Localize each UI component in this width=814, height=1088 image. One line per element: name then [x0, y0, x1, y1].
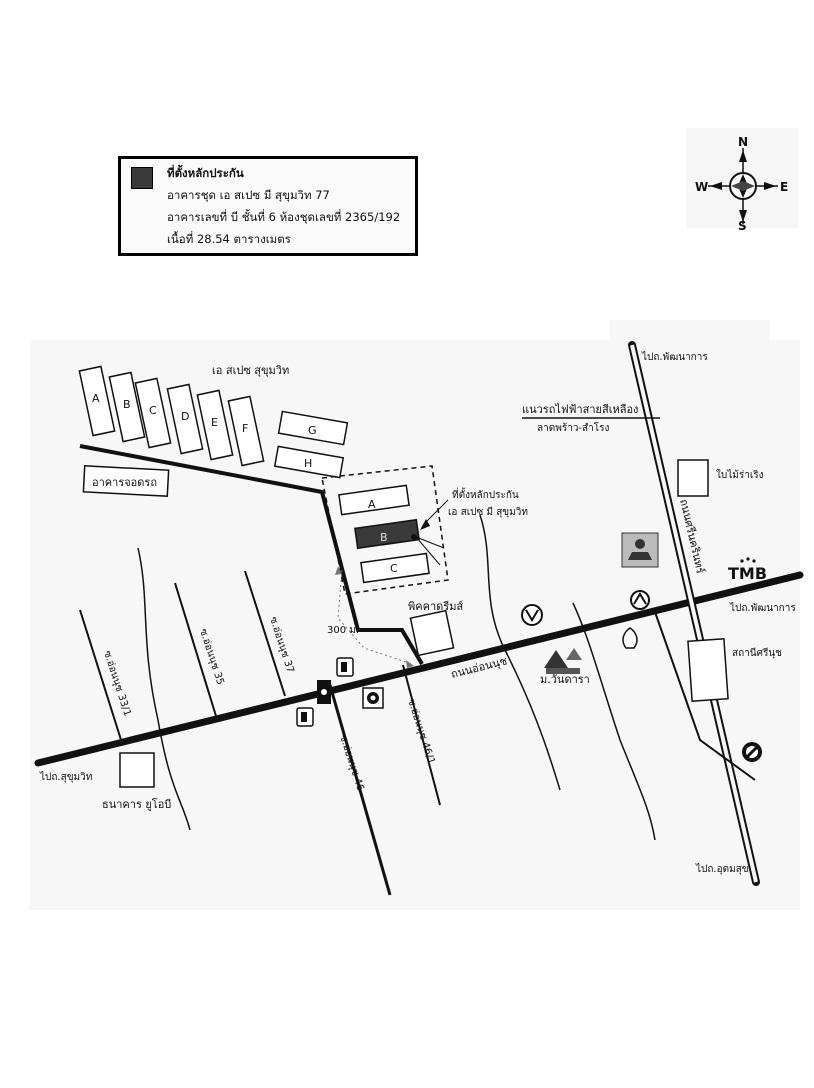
compass-icon: N S W E: [695, 135, 788, 232]
site-label-line1: ที่ตั้งหลักประกัน: [452, 487, 519, 501]
access-road: [79, 444, 424, 666]
building-label-b: B: [123, 398, 131, 411]
legend: ที่ตั้งหลักประกัน อาคารชุด เอ สเปซ มี สุ…: [118, 156, 418, 256]
legend-area: เนื้อที่ 28.54 ตารางเมตร: [167, 232, 291, 246]
to-udomsuk-label: ไปถ.อุดมสุข: [695, 863, 749, 875]
building-label-d: D: [181, 410, 189, 423]
compass-e: E: [780, 180, 788, 194]
railway-label-1: แนวรถไฟฟ้าสายสีเหลือง: [522, 403, 638, 416]
site-building-b: B: [380, 531, 388, 544]
gas-station-icon: [296, 707, 314, 727]
compass-n: N: [738, 135, 748, 149]
compass-s: S: [738, 219, 747, 232]
building-label-g: G: [308, 424, 317, 437]
tmb-label: TMB: [728, 564, 767, 583]
pickadream-label: พิคคาดรีมส์: [408, 600, 463, 613]
project-name-label: เอ สเปซ สุขุมวิท: [212, 364, 289, 377]
parking-label: อาคารจอดรถ: [92, 476, 157, 489]
building-label-h: H: [304, 457, 312, 470]
gas-station-icon: [336, 657, 354, 677]
soi-46: [328, 684, 392, 896]
traffic-light-icon: [317, 680, 331, 704]
bank-icon: [742, 742, 762, 762]
market-icon: [621, 532, 659, 568]
uob-label: ธนาคาร ยูโอบี: [102, 797, 171, 811]
soi-46-1: [402, 664, 441, 806]
site-building-a: A: [368, 498, 376, 511]
bank-icon: [362, 687, 384, 709]
building-label-e: E: [211, 416, 218, 429]
legend-unit: อาคารเลขที่ บี ชั้นที่ 6 ห้องชุดเลขที่ 2…: [167, 210, 401, 224]
bank-icon: [630, 590, 650, 610]
project-buildings: [78, 365, 349, 479]
main-road: [34, 571, 804, 767]
site-building-c: C: [390, 562, 398, 575]
site-label-line2: เอ สเปซ มี สุขุมวิท: [448, 506, 528, 518]
soi-33-1: [79, 609, 123, 744]
building-label-c: C: [149, 404, 157, 417]
soi-35: [174, 582, 217, 717]
legend-title: ที่ตั้งหลักประกัน: [167, 166, 244, 180]
legend-swatch: [131, 167, 153, 189]
building-label-f: F: [242, 422, 248, 435]
temple-icon: [544, 648, 582, 674]
compass-w: W: [695, 180, 708, 194]
to-phatthanakan-right-label: ไปถ.พัฒนาการ: [729, 602, 796, 614]
legend-building: อาคารชุด เอ สเปซ มี สุขุมวิท 77: [167, 188, 330, 202]
distance-label: 300 ม.: [327, 625, 359, 636]
soi-37: [244, 570, 286, 697]
to-phatthanakan-top-label: ไปถ.พัฒนาการ: [641, 351, 708, 363]
site-boundary: [321, 465, 449, 595]
to-sukhumvit-label: ไปถ.สุขุมวิท: [39, 771, 92, 783]
railway-label-2: ลาดพร้าว-สำโรง: [537, 421, 610, 434]
bank-icon: [521, 604, 543, 626]
temple-icon: [622, 627, 638, 649]
baimai-label: ใบไม้ร่าเริง: [716, 469, 764, 481]
collateral-building: [354, 518, 420, 550]
wat-label: ม.วันดารา: [540, 673, 590, 686]
building-label-a: A: [92, 392, 100, 405]
station-label: สถานีศรีนุช: [732, 647, 782, 659]
